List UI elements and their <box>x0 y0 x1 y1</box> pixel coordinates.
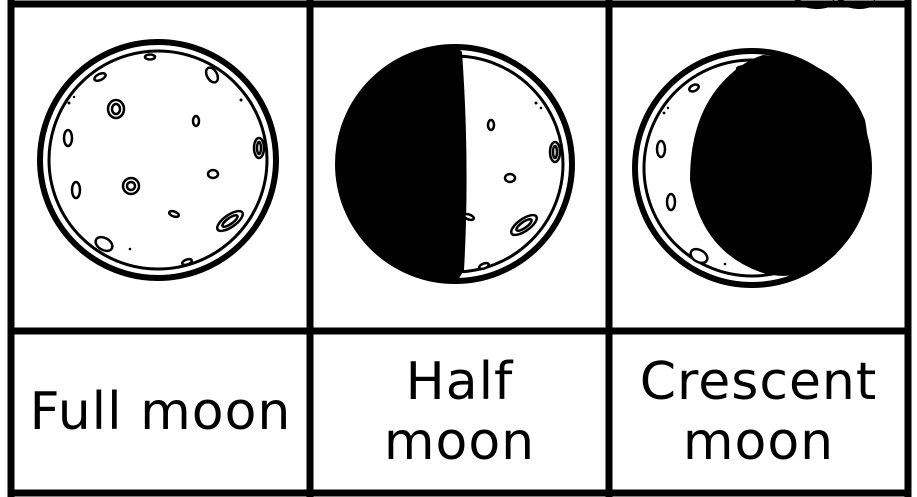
full-moon-icon <box>40 42 276 278</box>
card-full-moon-label: Full moon <box>14 334 307 490</box>
crescent-moon-icon <box>635 51 869 285</box>
half-moon-icon <box>338 47 572 281</box>
card-half-moon-label: Half moon <box>313 334 606 490</box>
full-moon-label: Full moon <box>30 382 292 442</box>
half-moon-label: Half moon <box>360 352 560 472</box>
card-crescent-moon-label: Crescent moon <box>612 334 905 490</box>
crescent-moon-label: Crescent moon <box>619 352 899 472</box>
